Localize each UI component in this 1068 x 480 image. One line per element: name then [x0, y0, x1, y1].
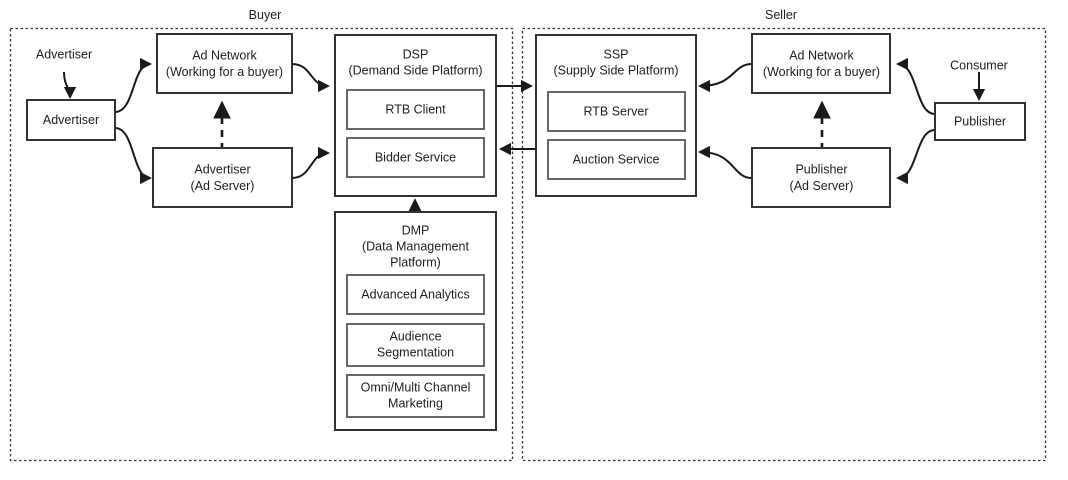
node-rtb-client[interactable] [346, 89, 485, 130]
seller-group-label: Seller [765, 8, 797, 22]
node-publisher-adserver[interactable] [751, 147, 891, 208]
node-omni-multi-channel-marketing[interactable] [346, 374, 485, 418]
connector-publisher-to-seller-ad-network [895, 57, 936, 115]
node-advertiser-label: Advertiser [43, 113, 99, 127]
node-rtb-server[interactable] [547, 91, 686, 132]
node-ssp-line2: (Supply Side Platform) [553, 63, 678, 77]
node-omni-multi-channel-marketing-line1: Omni/Multi Channel [361, 380, 471, 394]
node-ad-network-seller-line2: (Working for a buyer) [763, 65, 880, 79]
node-dsp-line2: (Demand Side Platform) [348, 63, 482, 77]
connector-publisher-adserver-to-ssp [697, 145, 753, 179]
node-dmp-line2: (Data Management [362, 239, 470, 253]
connector-publisher-to-publisher-adserver [895, 129, 936, 185]
node-auction-service-label: Auction Service [573, 152, 660, 166]
connector-advertiser-to-ad-network [114, 57, 153, 113]
node-ad-network-seller-line1: Ad Network [789, 48, 854, 62]
node-ssp-line1: SSP [603, 47, 628, 61]
node-publisher-adserver-line1: Publisher [795, 162, 847, 176]
connector-ad-network-to-dsp [291, 63, 331, 93]
node-audience-segmentation-line1: Audience [389, 329, 441, 343]
node-rtb-server-label: RTB Server [583, 104, 648, 118]
node-advertiser-adserver-line2: (Ad Server) [191, 179, 255, 193]
node-publisher[interactable] [934, 102, 1026, 141]
connector-advertiser-caption-to-advertiser [63, 71, 77, 100]
buyer-group-label: Buyer [249, 8, 282, 22]
node-ad-network-seller[interactable] [751, 33, 891, 94]
node-ad-network-buyer-line1: Ad Network [192, 48, 257, 62]
node-auction-service[interactable] [547, 139, 686, 180]
node-advanced-analytics-label: Advanced Analytics [361, 287, 469, 301]
node-audience-segmentation-line2: Segmentation [377, 345, 454, 359]
connector-adserver-to-dsp [291, 146, 331, 179]
node-advanced-analytics[interactable] [346, 274, 485, 315]
node-advertiser-adserver-line1: Advertiser [194, 162, 250, 176]
connector-advertiser-to-advertiser-adserver [114, 127, 153, 185]
node-bidder-service-label: Bidder Service [375, 150, 456, 164]
node-bidder-service[interactable] [346, 137, 485, 178]
node-ad-network-buyer-line2: (Working for a buyer) [166, 65, 283, 79]
consumer-caption: Consumer [950, 58, 1008, 72]
buyer-group-container [9, 27, 514, 462]
node-dmp-line3: Platform) [390, 255, 441, 269]
advertiser-caption: Advertiser [36, 47, 92, 61]
node-publisher-label: Publisher [954, 114, 1006, 128]
node-audience-segmentation[interactable] [346, 323, 485, 367]
seller-group-container [521, 27, 1047, 462]
node-dmp-line1: DMP [402, 223, 430, 237]
node-advertiser-adserver[interactable] [152, 147, 293, 208]
node-omni-multi-channel-marketing-line2: Marketing [388, 396, 443, 410]
node-publisher-adserver-line2: (Ad Server) [790, 179, 854, 193]
node-ad-network-buyer[interactable] [156, 33, 293, 94]
node-rtb-client-label: RTB Client [385, 102, 446, 116]
node-dsp-line1: DSP [403, 47, 429, 61]
connector-seller-ad-network-to-ssp [697, 63, 753, 93]
node-advertiser[interactable] [26, 99, 116, 141]
